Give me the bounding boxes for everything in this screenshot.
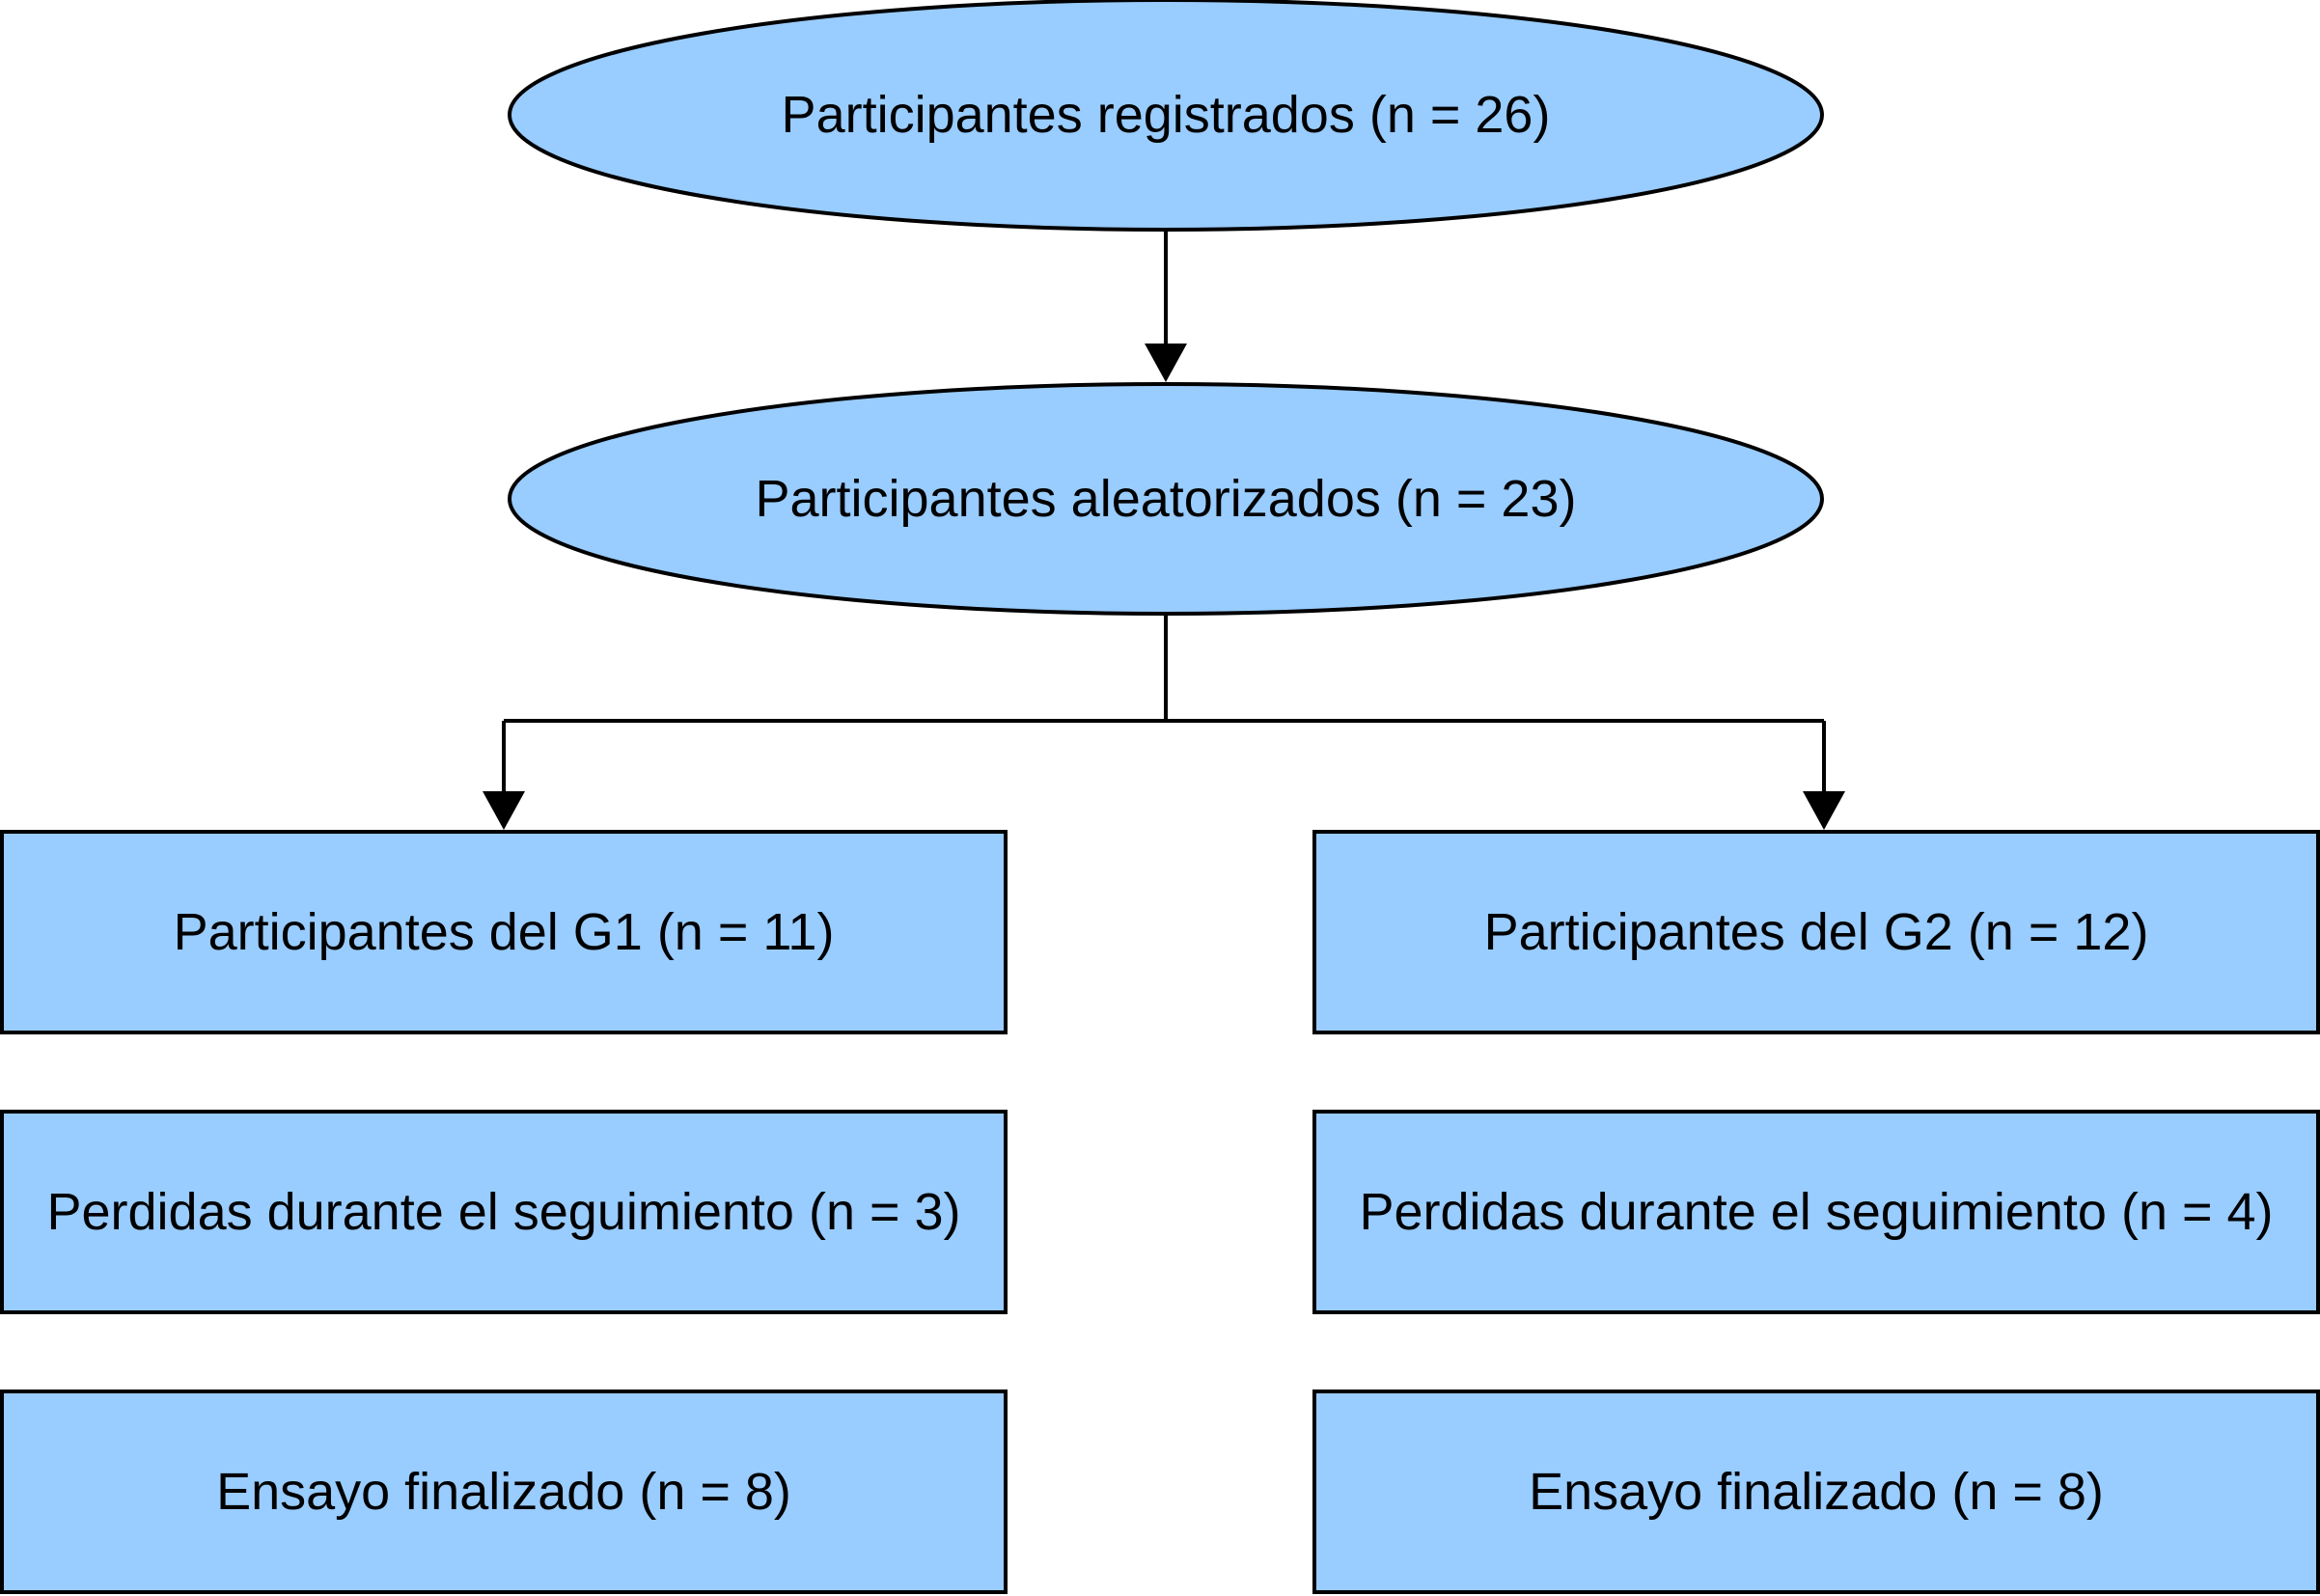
node-g2-finished: Ensayo finalizado (n = 8) [1312,1390,2320,1594]
node-g1-participants-label: Participantes del G1 (n = 11) [174,903,835,961]
node-g1-lost-box [0,1110,1008,1314]
node-g2-participants: Participantes del G2 (n = 12) [1312,830,2320,1034]
connectors [502,230,1826,795]
node-g1-lost: Perdidas durante el seguimiento (n = 3) [0,1110,1008,1314]
node-g2-participants-label: Participantes del G2 (n = 12) [1484,903,2149,961]
node-g1-finished-box [0,1390,1008,1594]
arrowhead-to-g2 [1803,791,1845,830]
node-g1-finished: Ensayo finalizado (n = 8) [0,1390,1008,1594]
node-g2-finished-label: Ensayo finalizado (n = 8) [1529,1463,2104,1521]
node-registered: Participantes registrados (n = 26) [508,0,1824,232]
node-g2-lost: Perdidas durante el seguimiento (n = 4) [1312,1110,2320,1314]
arrowheads [483,344,1845,830]
node-registered-label: Participantes registrados (n = 26) [782,86,1551,144]
node-g2-finished-box [1312,1390,2320,1594]
node-g1-finished-label: Ensayo finalizado (n = 8) [216,1463,791,1521]
node-g2-lost-box [1312,1110,2320,1314]
node-randomized: Participantes aleatorizados (n = 23) [508,382,1824,616]
arrowhead-to-g1 [483,791,525,830]
node-registered-shape [508,0,1824,232]
node-g1-lost-label: Perdidas durante el seguimiento (n = 3) [46,1183,960,1241]
node-randomized-shape [508,382,1824,616]
node-g2-lost-label: Perdidas durante el seguimiento (n = 4) [1359,1183,2273,1241]
arrowhead-to-randomized [1145,344,1187,382]
node-randomized-label: Participantes aleatorizados (n = 23) [756,470,1577,528]
node-g2-participants-box [1312,830,2320,1034]
node-g1-participants: Participantes del G1 (n = 11) [0,830,1008,1034]
node-g1-participants-box [0,830,1008,1034]
